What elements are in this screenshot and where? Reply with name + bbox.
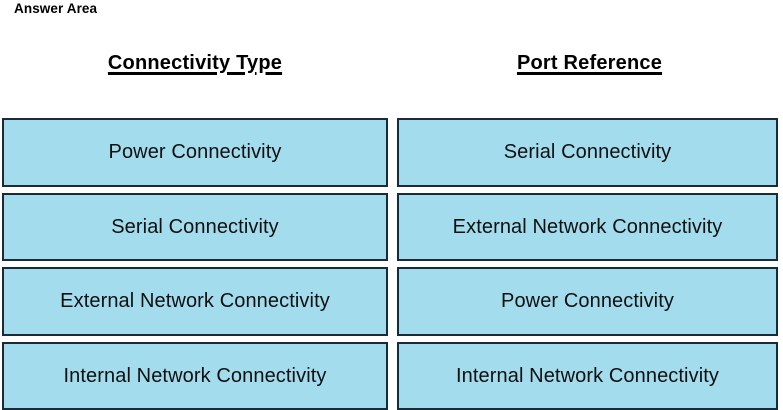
option-box[interactable]: Power Connectivity <box>2 118 388 187</box>
drag-drop-board: Power Connectivity Serial Connectivity E… <box>0 118 783 410</box>
column-header-label: Connectivity Type <box>107 52 283 74</box>
option-box[interactable]: Serial Connectivity <box>2 192 388 261</box>
page-title: Answer Area <box>14 1 98 16</box>
column-headers: Connectivity Type Port Reference <box>0 52 783 86</box>
option-box[interactable]: Serial Connectivity <box>397 118 778 187</box>
column-connectivity-type: Power Connectivity Serial Connectivity E… <box>2 118 388 410</box>
column-header-connectivity-type: Connectivity Type <box>0 52 390 86</box>
option-box[interactable]: Internal Network Connectivity <box>2 341 388 410</box>
option-box[interactable]: Internal Network Connectivity <box>397 341 778 410</box>
column-header-port-reference: Port Reference <box>398 52 781 86</box>
option-box[interactable]: Power Connectivity <box>397 267 778 336</box>
option-box[interactable]: External Network Connectivity <box>2 267 388 336</box>
option-box[interactable]: External Network Connectivity <box>397 192 778 261</box>
column-port-reference: Serial Connectivity External Network Con… <box>397 118 778 410</box>
column-header-label: Port Reference <box>516 52 663 74</box>
